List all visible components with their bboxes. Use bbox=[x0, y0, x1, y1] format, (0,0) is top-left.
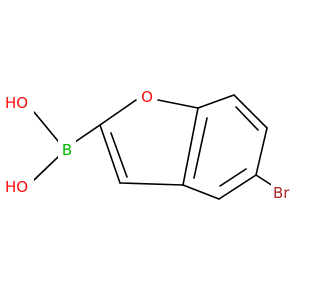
bond-c2-c3 bbox=[99, 124, 121, 184]
hydroxyl-top-label: HO bbox=[5, 94, 28, 112]
bond-c4-c3a bbox=[182, 184, 220, 200]
bond-o1-c2 bbox=[99, 99, 137, 126]
oxygen-atom-label: O bbox=[141, 88, 153, 106]
bond-b-oh-bottom bbox=[33, 156, 59, 181]
bond-c7a-c3a-inner bbox=[193, 117, 208, 179]
bond-b-oh-top bbox=[33, 111, 59, 142]
hydroxyl-bottom-label: HO bbox=[5, 178, 28, 196]
bond-c2-c3-inner bbox=[110, 132, 128, 178]
atom-labels: O B HO HO Br bbox=[4, 86, 297, 204]
bond-c7a-c7 bbox=[197, 94, 235, 109]
bond-c3a-c7a bbox=[182, 107, 199, 186]
boron-atom-label: B bbox=[62, 141, 72, 159]
bond-c5-c4 bbox=[218, 174, 257, 200]
bond-c7-c6-inner bbox=[235, 106, 259, 131]
bond-c3-c3a bbox=[119, 182, 184, 186]
structure-diagram: O B HO HO Br bbox=[4, 86, 297, 204]
bond-c7-c6 bbox=[233, 94, 268, 129]
bromine-atom-label: Br bbox=[273, 184, 290, 202]
bond-o1-c7a bbox=[157, 99, 199, 109]
bond-c5-c4-inner bbox=[219, 168, 247, 187]
bond-c5-br bbox=[255, 174, 274, 187]
bonds bbox=[33, 94, 274, 200]
bond-c6-c5 bbox=[255, 127, 268, 176]
bond-c2-b bbox=[74, 124, 101, 143]
